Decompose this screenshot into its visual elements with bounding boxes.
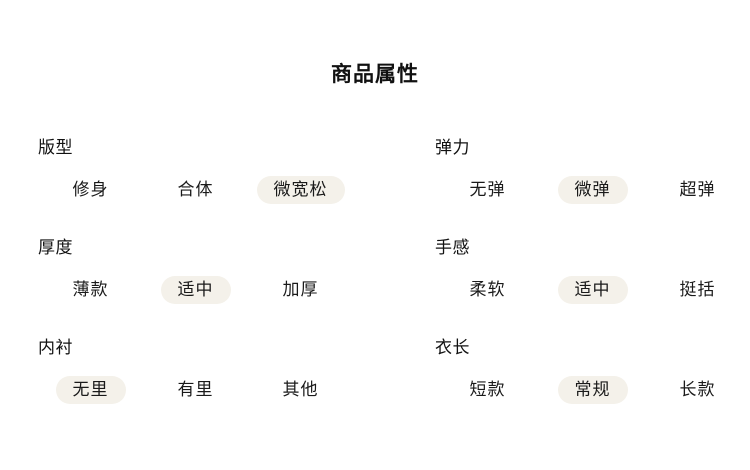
option-cell: 适中	[143, 276, 248, 304]
option-cell: 加厚	[248, 276, 353, 304]
option-有里[interactable]: 有里	[177, 380, 214, 400]
option-其他[interactable]: 其他	[282, 380, 319, 400]
option-适中[interactable]: 适中	[160, 276, 231, 304]
attribute-group-弹力: 弹力无弹 微弹 超弹	[435, 136, 750, 236]
attribute-group-内衬: 内衬无里 有里 其他	[38, 336, 435, 436]
attribute-label: 厚度	[38, 238, 73, 258]
option-row: 薄款 适中 加厚	[38, 276, 353, 304]
option-cell: 常规	[540, 376, 645, 404]
option-cell: 柔软	[435, 276, 540, 304]
option-柔软[interactable]: 柔软	[469, 280, 506, 300]
attribute-label: 手感	[435, 238, 470, 258]
option-cell: 适中	[540, 276, 645, 304]
option-适中[interactable]: 适中	[557, 276, 628, 304]
option-无里[interactable]: 无里	[55, 376, 126, 404]
option-cell: 微弹	[540, 176, 645, 204]
attribute-label: 版型	[38, 138, 73, 158]
option-cell: 超弹	[645, 176, 750, 204]
attribute-group-版型: 版型修身 合体 微宽松	[38, 136, 435, 236]
option-无弹[interactable]: 无弹	[469, 180, 506, 200]
attribute-label: 衣长	[435, 338, 470, 358]
option-cell: 其他	[248, 376, 353, 404]
option-cell: 薄款	[38, 276, 143, 304]
option-cell: 有里	[143, 376, 248, 404]
option-微宽松[interactable]: 微宽松	[256, 176, 345, 204]
option-加厚[interactable]: 加厚	[282, 280, 319, 300]
option-cell: 无里	[38, 376, 143, 404]
option-cell: 无弹	[435, 176, 540, 204]
option-微弹[interactable]: 微弹	[557, 176, 628, 204]
attribute-group-厚度: 厚度薄款 适中 加厚	[38, 236, 435, 336]
option-修身[interactable]: 修身	[72, 180, 109, 200]
option-薄款[interactable]: 薄款	[72, 280, 109, 300]
option-cell: 挺括	[645, 276, 750, 304]
attribute-group-手感: 手感柔软 适中 挺括	[435, 236, 750, 336]
option-短款[interactable]: 短款	[469, 380, 506, 400]
attribute-group-衣长: 衣长短款 常规 长款	[435, 336, 750, 436]
option-合体[interactable]: 合体	[177, 180, 214, 200]
page-title: 商品属性	[331, 62, 419, 86]
attribute-grid: 版型修身 合体 微宽松 弹力无弹 微弹 超弹厚度薄款 适中 加厚 手感柔软 适中 挺括内衬无里 有里 其…	[0, 136, 750, 436]
option-cell: 修身	[38, 176, 143, 204]
option-cell: 长款	[645, 376, 750, 404]
option-row: 短款 常规 长款	[435, 376, 750, 404]
option-cell: 合体	[143, 176, 248, 204]
option-挺括[interactable]: 挺括	[679, 280, 716, 300]
option-row: 无弹 微弹 超弹	[435, 176, 750, 204]
attribute-label: 内衬	[38, 338, 73, 358]
option-row: 柔软 适中 挺括	[435, 276, 750, 304]
option-cell: 短款	[435, 376, 540, 404]
option-cell: 微宽松	[248, 176, 353, 204]
option-常规[interactable]: 常规	[557, 376, 628, 404]
attribute-label: 弹力	[435, 138, 470, 158]
option-超弹[interactable]: 超弹	[679, 180, 716, 200]
option-长款[interactable]: 长款	[679, 380, 716, 400]
option-row: 无里 有里 其他	[38, 376, 353, 404]
option-row: 修身 合体 微宽松	[38, 176, 353, 204]
